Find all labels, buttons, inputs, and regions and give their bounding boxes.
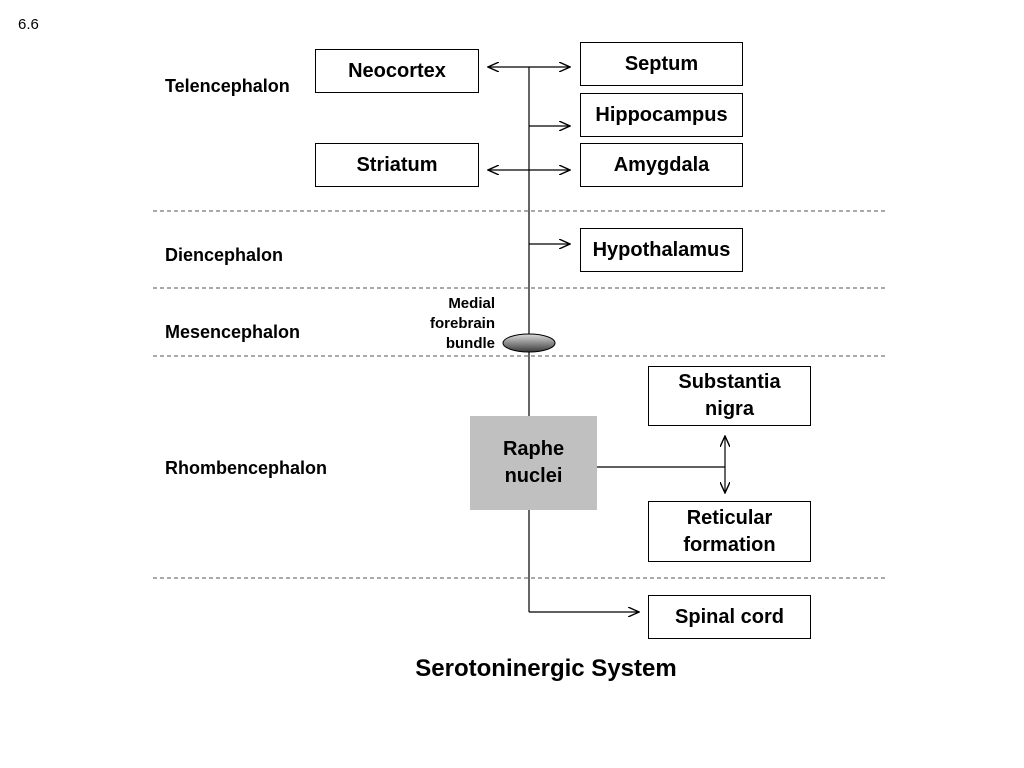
reticular-formation-box: Reticular formation: [648, 501, 811, 562]
raphe-nuclei-box: Raphe nuclei: [470, 416, 597, 510]
hypothalamus-box: Hypothalamus: [580, 228, 743, 272]
slide-number: 6.6: [18, 16, 39, 33]
region-mesencephalon: Mesencephalon: [165, 322, 301, 342]
substantia-nigra-box: Substantia nigra: [648, 366, 811, 426]
region-telencephalon: Telencephalon: [165, 76, 290, 96]
hippocampus-box: Hippocampus: [580, 93, 743, 137]
striatum-box: Striatum: [315, 143, 479, 187]
medial-forebrain-bundle-cross-section: [502, 333, 556, 353]
spinal-cord-box: Spinal cord: [648, 595, 811, 639]
region-rhombencephalon: Rhombencephalon: [165, 458, 328, 478]
neocortex-box: Neocortex: [315, 49, 479, 93]
amygdala-box: Amygdala: [580, 143, 743, 187]
septum-box: Septum: [580, 42, 743, 86]
medial-forebrain-bundle-label: Medial forebrain bundle: [429, 295, 495, 352]
region-diencephalon: Diencephalon: [165, 245, 284, 265]
region-dividers: [153, 210, 888, 579]
diagram-title: Serotoninergic System: [415, 655, 677, 682]
